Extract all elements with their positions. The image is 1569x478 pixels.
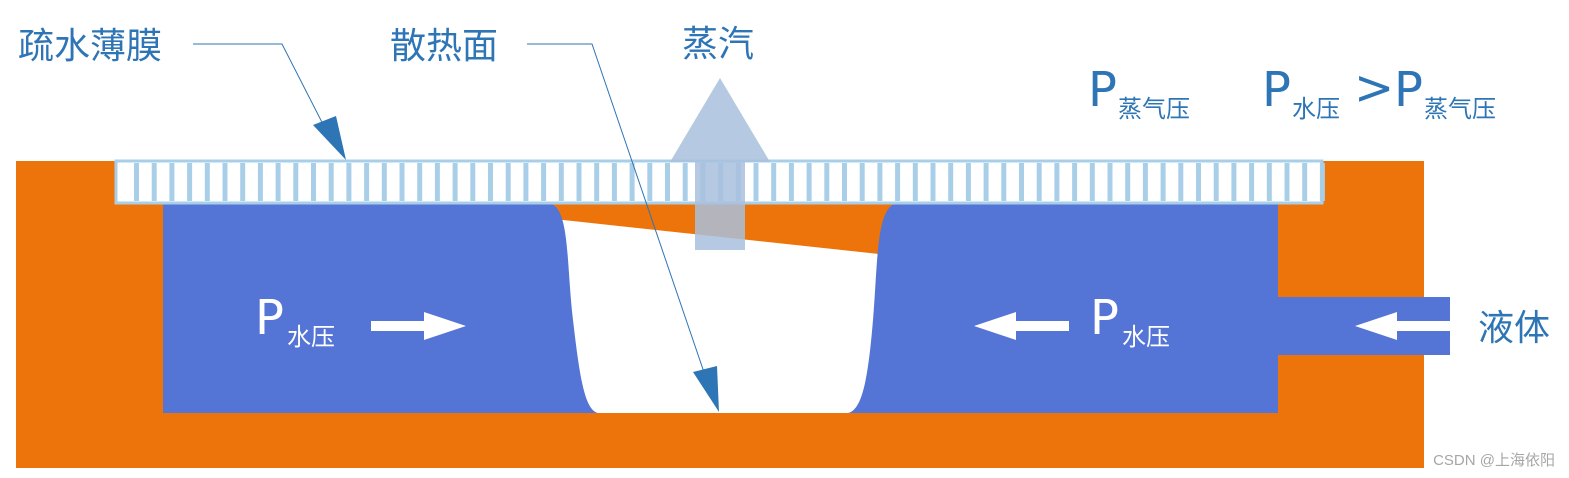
p-water-subscript-compare: 水压 [1292, 95, 1340, 123]
membrane-pore [1249, 163, 1255, 201]
p-vapor-symbol: P [1088, 62, 1117, 118]
membrane-pore [470, 163, 476, 201]
membrane-pore [434, 163, 440, 201]
membrane-pore [665, 163, 670, 201]
housing-right-lower [1278, 355, 1424, 468]
membrane-pore [134, 163, 139, 201]
membrane-pore [505, 163, 511, 201]
membrane-pore [594, 163, 600, 201]
membrane-pore [1196, 163, 1201, 201]
membrane-pore [611, 163, 617, 201]
membrane-pore [558, 163, 564, 201]
membrane-pore [629, 163, 635, 201]
membrane-pore [788, 163, 794, 201]
membrane-pore [806, 163, 812, 201]
membrane-pore [647, 163, 653, 201]
membrane-pore [842, 163, 847, 201]
membrane-pore [824, 163, 830, 201]
p-water-symbol-right: P [1090, 290, 1119, 346]
membrane-pore [488, 163, 493, 201]
membrane-pore [1019, 163, 1024, 201]
surface-leader [527, 43, 709, 385]
membrane-pore [1072, 163, 1078, 201]
membrane-pore [381, 163, 387, 201]
membrane-pore [417, 163, 423, 201]
membrane-pore [364, 163, 370, 201]
p-water-symbol-left: P [255, 290, 284, 346]
membrane-leader [193, 43, 331, 139]
p-water-symbol-compare: P [1262, 62, 1291, 118]
membrane-pore [930, 163, 936, 201]
membrane-pore [1142, 163, 1148, 201]
membrane-pore [1125, 163, 1131, 201]
membrane-pore [275, 163, 281, 201]
liquid-label: 液体 [1478, 308, 1550, 349]
membrane-pore [169, 163, 175, 201]
membrane-pore [541, 163, 547, 201]
membrane-pore [328, 163, 334, 201]
membrane-pore [257, 163, 263, 201]
membrane-pore [771, 163, 777, 201]
p-water-subscript-left: 水压 [287, 323, 335, 351]
membrane-pore [293, 163, 299, 201]
liquid-inlet-arrow [1355, 312, 1450, 340]
membrane-pore [1319, 163, 1325, 201]
membrane-pore [151, 163, 157, 201]
membrane-pore [877, 163, 883, 201]
membrane-pore [1302, 163, 1308, 201]
membrane-leader-arrowhead [313, 116, 346, 160]
membrane-pore [1213, 163, 1219, 201]
membrane-pore [682, 163, 688, 201]
membrane-pore [1160, 163, 1166, 201]
membrane-pore [983, 163, 989, 201]
membrane-pore [753, 163, 759, 201]
watermark: CSDN @上海依阳 [1433, 452, 1555, 469]
surface-leader-arrowhead [693, 366, 719, 412]
vapor-arrow [670, 78, 770, 250]
membrane-pore [948, 163, 954, 201]
membrane-pore [1054, 163, 1060, 201]
membrane-pore [204, 163, 210, 201]
p-vapor-symbol-compare: P [1394, 62, 1423, 118]
membrane-pore [452, 163, 458, 201]
p-vapor-subscript-compare: 蒸气压 [1424, 95, 1496, 123]
membrane-pore [912, 163, 918, 201]
p-water-subscript-right: 水压 [1122, 323, 1170, 351]
membrane-pore [399, 163, 405, 201]
membrane-pore [240, 163, 246, 201]
membrane-pore [222, 163, 228, 201]
membrane-pore [311, 163, 316, 201]
membrane-label: 疏水薄膜 [18, 26, 162, 67]
membrane-pore [576, 163, 582, 201]
p-vapor-subscript: 蒸气压 [1118, 95, 1190, 123]
membrane-pore [523, 163, 529, 201]
housing-bottom [16, 413, 1424, 468]
right-arrow-left-chamber [371, 312, 466, 340]
membrane-pore [187, 163, 193, 201]
vapor-label: 蒸汽 [682, 24, 754, 65]
left-arrow-right-chamber [974, 312, 1069, 340]
membrane-pore [965, 163, 971, 201]
membrane-pore [895, 163, 901, 201]
water-cavity [163, 203, 1450, 413]
membrane-pore [1231, 163, 1237, 201]
membrane-pore [346, 163, 352, 201]
membrane-pore [1001, 163, 1007, 201]
surface-label: 散热面 [390, 26, 498, 67]
membrane-pore [1107, 163, 1113, 201]
membrane-pore [1036, 163, 1042, 201]
membrane-pore [1266, 163, 1272, 201]
membrane-pore [1178, 163, 1184, 201]
membrane-pore [859, 163, 865, 201]
greater-than-sign: > [1354, 60, 1394, 116]
membrane-pore [1089, 163, 1095, 201]
membrane-pore [1284, 163, 1290, 201]
